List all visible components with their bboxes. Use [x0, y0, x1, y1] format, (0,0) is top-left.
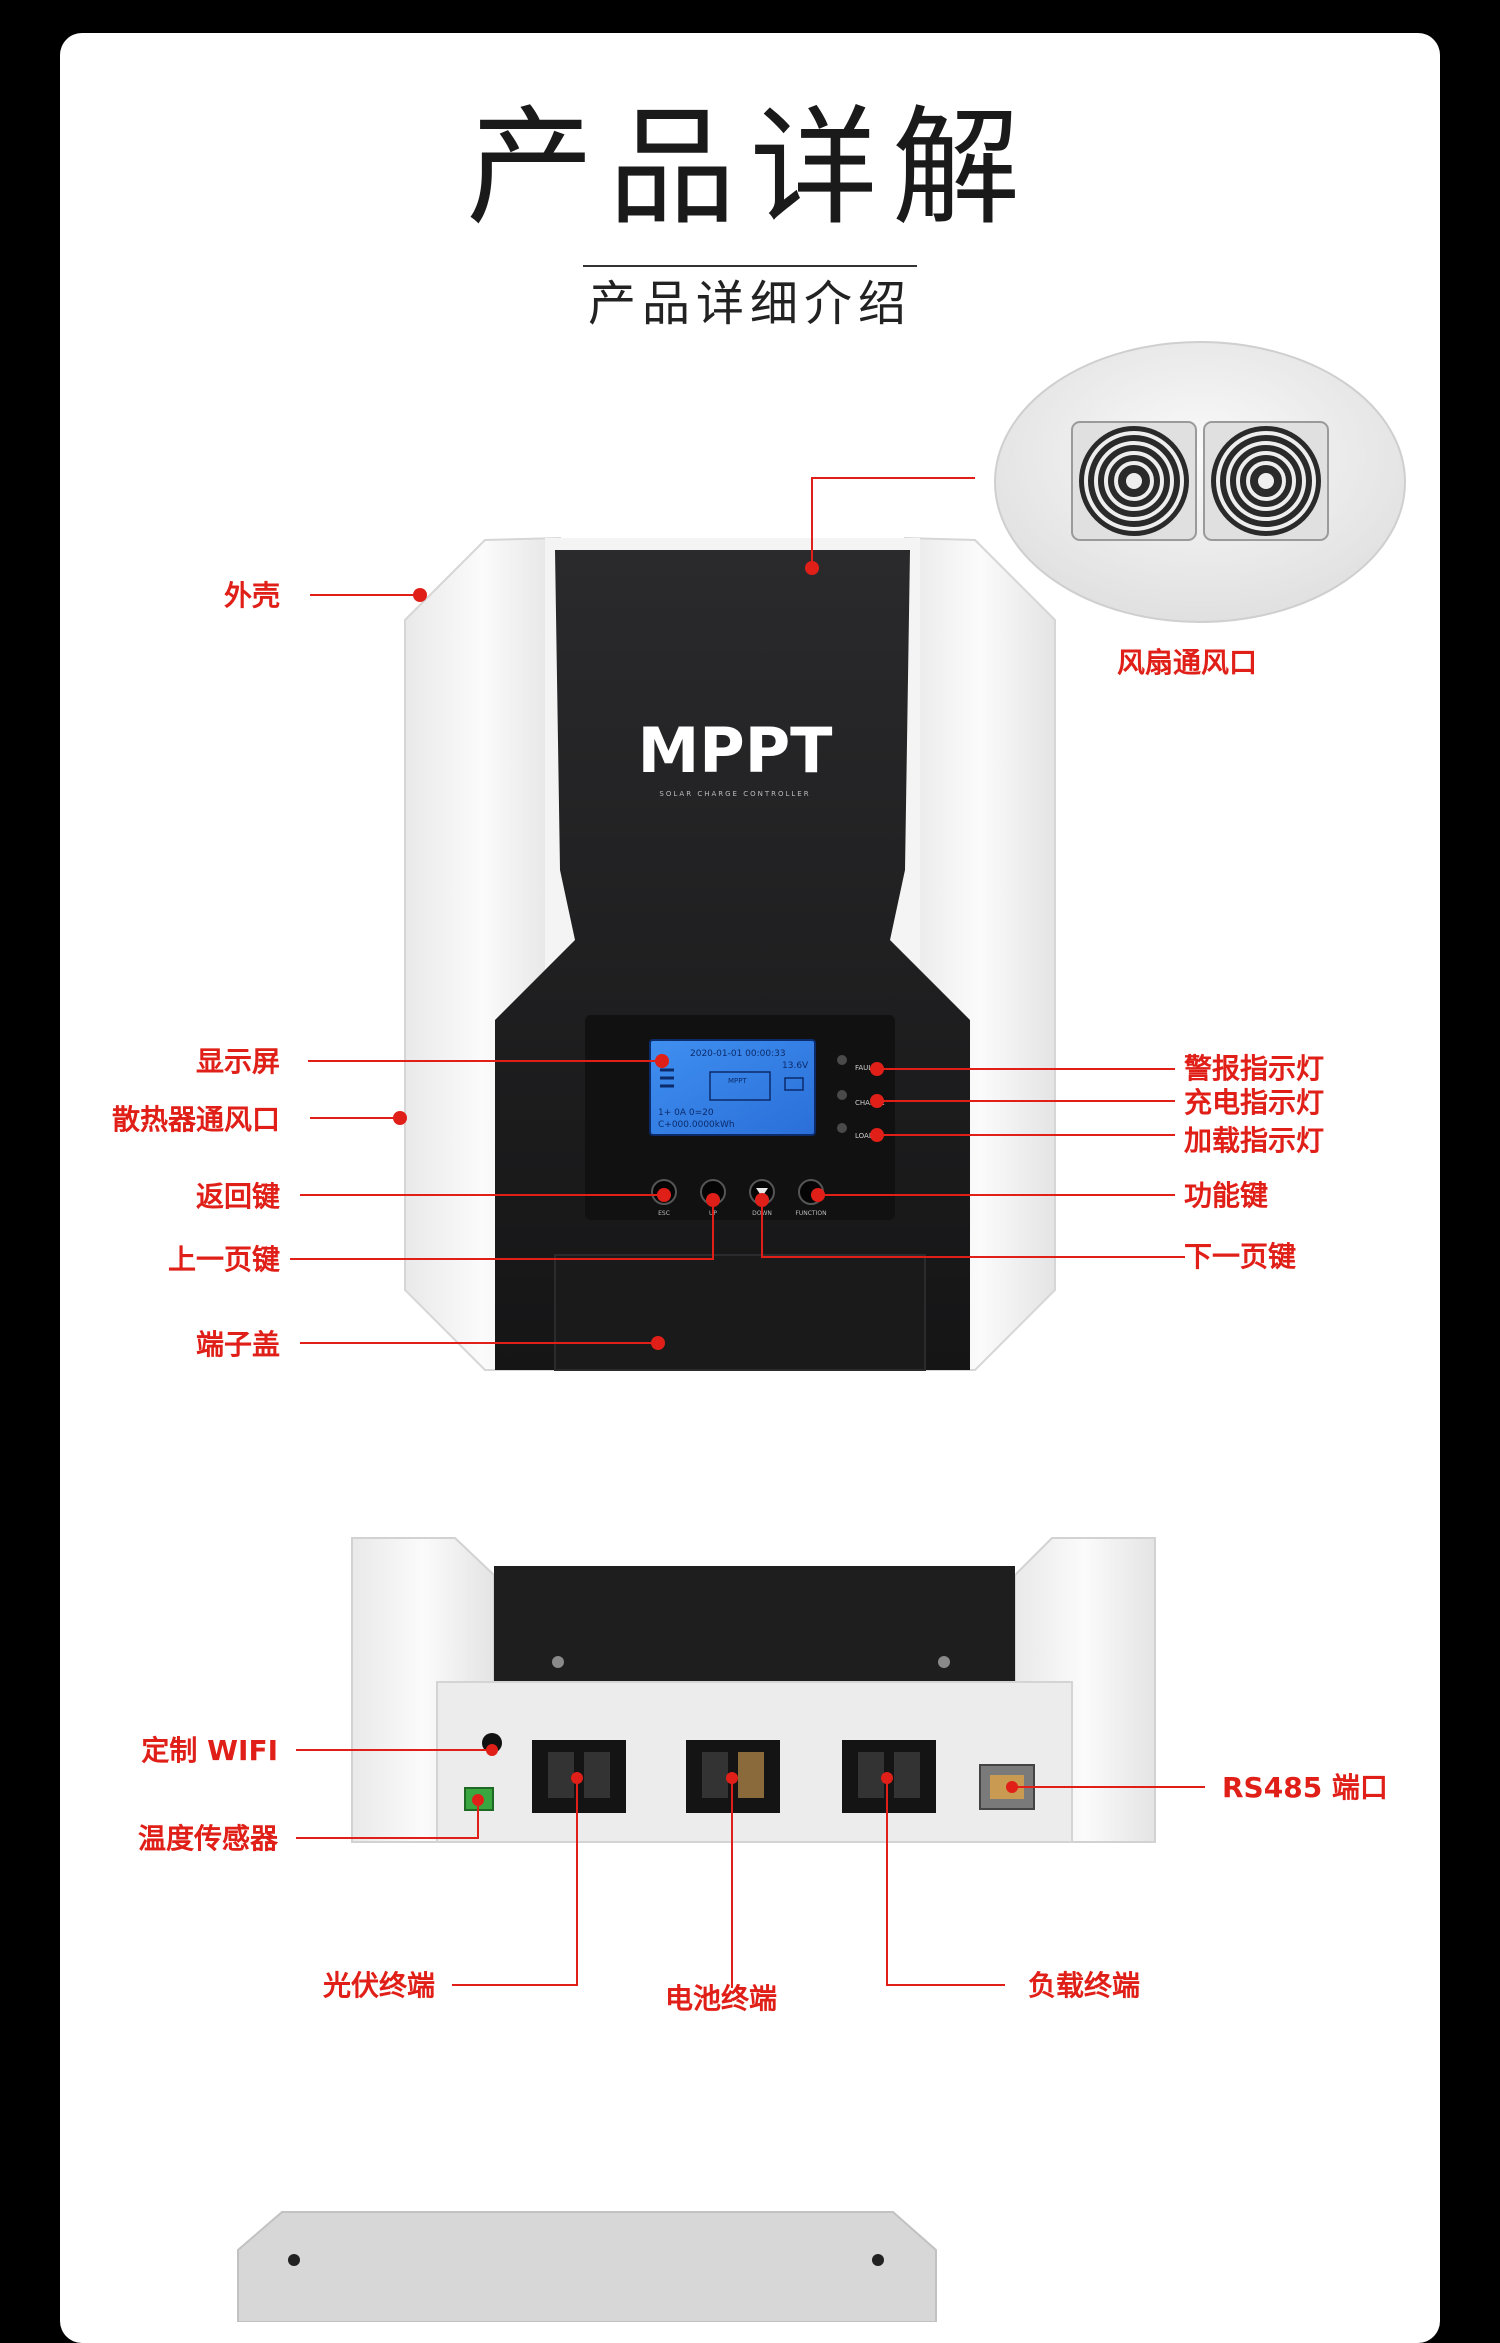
- device-next-view: [237, 2211, 937, 2322]
- device-front: [404, 536, 1056, 1371]
- label-pv-terminal: 光伏终端: [322, 1969, 435, 2002]
- indicator-panel: FAULT CHARGE LOAD: [837, 1055, 885, 1140]
- label-display: 显示屏: [195, 1045, 280, 1078]
- label-shell: 外壳: [223, 579, 280, 612]
- front-callout-lines: [290, 477, 1185, 1344]
- brand-tagline: SOLAR CHARGE CONTROLLER: [659, 790, 810, 798]
- lcd-voltage: 13.6V: [782, 1061, 809, 1071]
- label-load-terminal: 负载终端: [1028, 1969, 1141, 2002]
- lcd-datetime: 2020-01-01 00:00:33: [690, 1049, 786, 1059]
- label-fan-vent: 风扇通风口: [1117, 646, 1258, 679]
- lcd-display: 2020-01-01 00:00:33 13.6V MPPT 1+ 0A 0=2…: [649, 1039, 816, 1136]
- lcd-solar-icon: [660, 1068, 674, 1088]
- label-next-page-key: 下一页键: [1184, 1240, 1297, 1273]
- fan-icon: [1071, 421, 1197, 541]
- charge-led-label: CHARGE: [855, 1099, 885, 1107]
- lcd-mode: MPPT: [728, 1077, 747, 1085]
- lcd-current: 1+ 0A 0=20: [658, 1108, 714, 1118]
- label-wifi: 定制 WIFI: [141, 1734, 278, 1767]
- fault-led-label: FAULT: [855, 1064, 876, 1072]
- fan-icon: [1203, 421, 1329, 541]
- fault-led: [837, 1055, 847, 1065]
- pv-terminal-block: [532, 1740, 626, 1813]
- load-led-label: LOAD: [855, 1132, 874, 1140]
- load-led: [837, 1123, 847, 1133]
- label-alarm-led: 警报指示灯: [1184, 1052, 1325, 1085]
- label-charge-led: 充电指示灯: [1184, 1086, 1325, 1119]
- device-bottom: [351, 1537, 1156, 1843]
- bottom-callout-dots: [472, 1744, 1018, 1806]
- fan-vent-closeup: [994, 341, 1406, 623]
- title-divider: [583, 265, 917, 267]
- label-heatsink-vent: 散热器通风口: [111, 1103, 280, 1136]
- label-terminal-cover: 端子盖: [195, 1328, 280, 1361]
- lcd-energy: C+000.0000kWh: [658, 1120, 735, 1130]
- lcd-battery-icon: [784, 1077, 804, 1091]
- page-subtitle: 产品详细介绍: [587, 276, 912, 332]
- label-prev-page-key: 上一页键: [167, 1243, 280, 1276]
- label-back-key: 返回键: [195, 1180, 280, 1213]
- brand-logo: MPPT: [638, 714, 833, 787]
- svg-text:ESC: ESC: [658, 1210, 670, 1217]
- label-battery-terminal: 电池终端: [665, 1982, 778, 2015]
- bottom-callout-lines: [296, 1749, 1205, 1988]
- label-load-led: 加载指示灯: [1184, 1124, 1325, 1157]
- charge-led: [837, 1090, 847, 1100]
- label-function-key: 功能键: [1184, 1179, 1269, 1212]
- svg-text:FUNCTION: FUNCTION: [795, 1210, 826, 1217]
- down-arrow-icon: [756, 1188, 768, 1197]
- front-callout-dots: [393, 561, 884, 1350]
- label-rs485: RS485 端口: [1222, 1771, 1388, 1804]
- page-title: 产品详解: [465, 94, 1034, 243]
- label-temp-sensor: 温度传感器: [137, 1822, 278, 1855]
